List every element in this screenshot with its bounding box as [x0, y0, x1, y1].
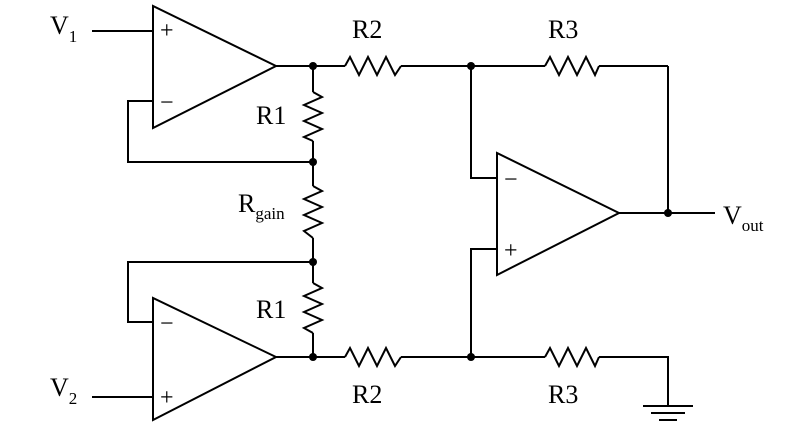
- opamp-u1: + −: [152, 4, 279, 130]
- wire-u2-feedback: [127, 261, 313, 323]
- label-r3-bottom: R3: [548, 380, 578, 409]
- junction-dot-icon: [467, 353, 475, 361]
- resistor-r2-top-icon: [344, 54, 402, 78]
- label-v2: V2: [50, 373, 77, 408]
- wire-u1-feedback: [127, 100, 313, 163]
- label-v1-sub: 1: [69, 27, 78, 46]
- u3-minus-sign: −: [504, 167, 518, 193]
- resistor-r3-bottom-icon: [544, 345, 600, 369]
- label-r2-bottom: R2: [352, 380, 382, 409]
- opamp-triangle-icon: [496, 151, 622, 277]
- label-vout-sub: out: [742, 216, 764, 235]
- junction-dot-icon: [309, 353, 317, 361]
- resistor-r1-top-icon: [301, 91, 325, 142]
- junction-dot-icon: [309, 158, 317, 166]
- u2-plus-sign: +: [160, 385, 174, 411]
- ground-symbol-icon: [643, 405, 693, 421]
- opamp-triangle-icon: [152, 4, 279, 130]
- label-v1: V1: [50, 11, 77, 46]
- label-vout-main: V: [723, 201, 742, 230]
- resistor-r2-bottom-icon: [344, 345, 402, 369]
- opamp-u2: − +: [152, 296, 279, 422]
- resistor-r3-top-icon: [544, 54, 600, 78]
- junction-dot-icon: [467, 62, 475, 70]
- label-vout: Vout: [723, 201, 764, 235]
- label-rgain-sub: gain: [255, 204, 285, 223]
- resistor-r1-bottom-icon: [301, 282, 325, 334]
- wire-u3-inverting: [470, 66, 497, 179]
- opamp-triangle-icon: [152, 296, 279, 422]
- junctions: [309, 62, 672, 361]
- u3-plus-sign: +: [504, 238, 518, 264]
- label-r1-top: R1: [256, 101, 286, 130]
- label-v2-sub: 2: [69, 389, 78, 408]
- label-v1-main: V: [50, 11, 69, 40]
- label-v2-main: V: [50, 373, 69, 402]
- u2-minus-sign: −: [160, 311, 174, 337]
- junction-dot-icon: [309, 62, 317, 70]
- u1-minus-sign: −: [160, 90, 174, 116]
- label-r3-top: R3: [548, 15, 578, 44]
- wire-u3-noninverting: [470, 248, 497, 357]
- opamp-u3: − +: [496, 151, 622, 277]
- label-rgain-main: R: [238, 189, 256, 218]
- label-r2-top: R2: [352, 15, 382, 44]
- junction-dot-icon: [664, 209, 672, 217]
- label-r1-bottom: R1: [256, 295, 286, 324]
- wire-r3-to-ground: [599, 356, 669, 406]
- u1-plus-sign: +: [160, 18, 174, 44]
- junction-dot-icon: [309, 258, 317, 266]
- label-rgain: Rgain: [238, 189, 285, 223]
- resistor-rgain-icon: [301, 185, 325, 239]
